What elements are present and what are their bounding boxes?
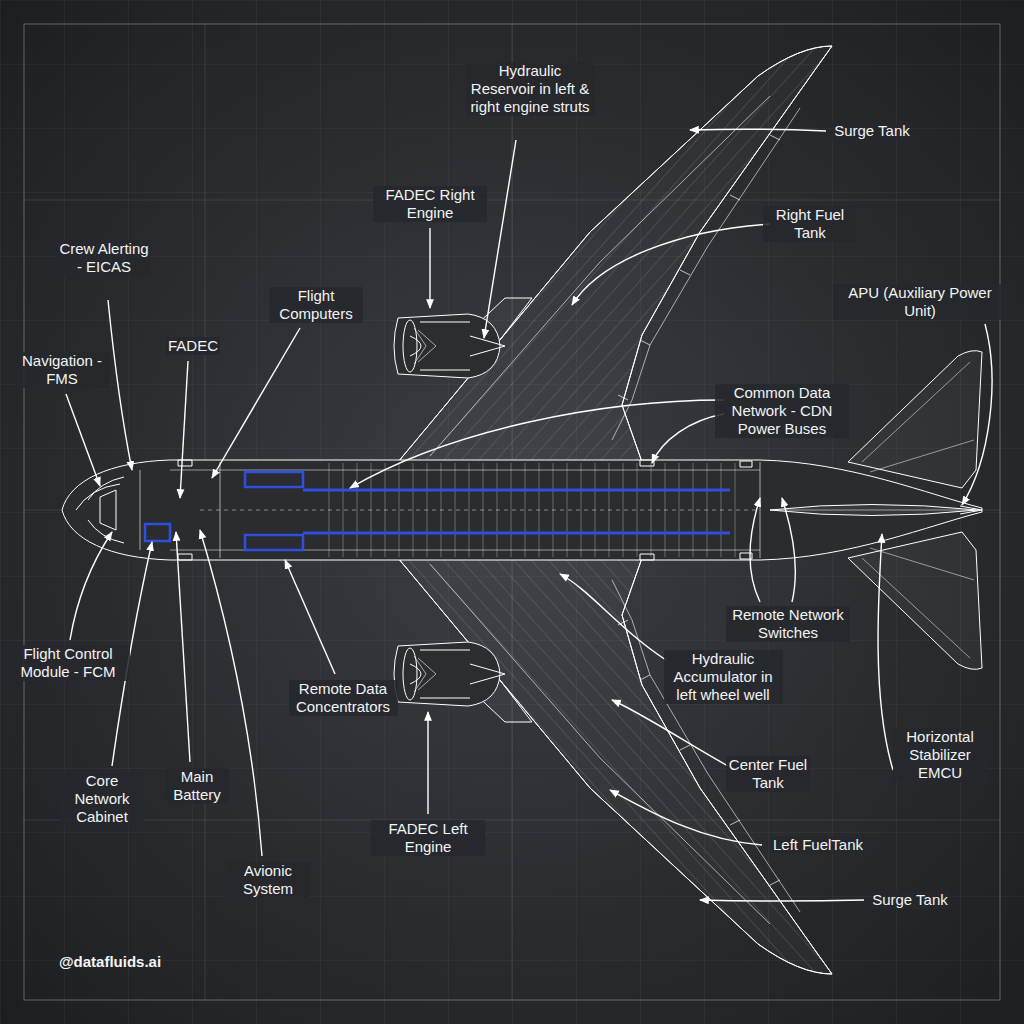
callout-label: Crew Alerting - EICAS: [57, 240, 151, 276]
fuselage: [62, 460, 982, 560]
blue-highlight: [245, 535, 303, 550]
leader-lines: [427, 712, 428, 814]
leader-lines: [572, 224, 770, 305]
guide-lines: [24, 820, 1000, 821]
leader-lines: [350, 400, 724, 488]
door: [178, 460, 752, 560]
callout-label: Common Data Network - CDN Power Buses: [715, 384, 849, 438]
callout-label: Right Fuel Tank: [763, 206, 857, 242]
leader-lines: [429, 228, 430, 308]
callout-label: FADEC Right Engine: [373, 186, 487, 222]
stabilizer: [848, 351, 982, 488]
leader-lines: [66, 394, 100, 486]
leader-lines: [180, 361, 188, 498]
leader-lines: [176, 532, 190, 762]
leader-lines: [560, 574, 666, 660]
leader-lines: [652, 414, 724, 463]
leader-lines: [200, 530, 262, 856]
leader-lines: [962, 324, 992, 505]
callout-label: FADEC: [166, 337, 220, 355]
leader-lines: [612, 700, 728, 766]
callout-label: Left FuelTank: [771, 836, 865, 854]
guide-lines: [24, 24, 1000, 1000]
leader-lines: [700, 900, 864, 901]
leader-lines: [878, 534, 893, 770]
callout-label: Remote Data Concentrators: [289, 680, 398, 716]
leader-lines: [108, 300, 132, 470]
blue-highlight: [145, 524, 170, 541]
leader-lines: [212, 328, 300, 478]
engine-nacelle: [394, 314, 500, 378]
watermark: @datafluids.ai: [57, 953, 163, 971]
blue-highlight: [245, 472, 303, 487]
leader-lines: [66, 129, 992, 901]
airplane: [62, 46, 982, 974]
callout-label: Surge Tank: [870, 891, 950, 909]
leader-lines: [690, 129, 826, 131]
callout-label: Center Fuel Tank: [726, 756, 810, 792]
wing-half: [394, 46, 982, 488]
callout-label: Remote Network Switches: [726, 606, 850, 642]
leader-lines: [610, 790, 762, 845]
engine-detail: [410, 322, 505, 370]
center-line: [200, 510, 760, 511]
callout-label: Main Battery: [165, 768, 229, 804]
stabilizer-detail: [862, 362, 974, 472]
callout-label: Core Network Cabinet: [60, 772, 144, 826]
callout-label: Flight Control Module - FCM: [6, 645, 130, 681]
engine-fan: [403, 320, 417, 372]
callout-label: Navigation - FMS: [15, 352, 109, 388]
callout-label: Hydraulic Reservoir in left & right engi…: [466, 62, 595, 116]
bulkhead: [140, 462, 760, 558]
cockpit: [76, 477, 124, 543]
leader-lines: [285, 560, 335, 674]
callout-label: Flight Computers: [269, 287, 363, 323]
engine-blades: [414, 328, 436, 364]
callout-label: FADEC Left Engine: [371, 820, 485, 856]
callout-label: Horizontal Stabilizer EMCU: [893, 728, 987, 782]
leader-lines: [484, 140, 516, 338]
flap-track: [618, 135, 780, 400]
blue-highlight: [303, 490, 730, 533]
vertical-fin: [770, 505, 978, 516]
leader-lines: [782, 498, 795, 602]
leader-lines: [70, 532, 112, 640]
callout-label: APU (Auxiliary Power Unit): [833, 284, 1007, 320]
frame: [24, 24, 1000, 1000]
blue-highlight: [145, 472, 730, 550]
callout-label: Avionic System: [226, 862, 310, 898]
callout-label: Surge Tank: [832, 122, 912, 140]
apu-exhaust: [960, 506, 982, 514]
callout-label: Hydraulic Accumulator in left wheel well: [664, 650, 783, 704]
leader-lines: [750, 498, 760, 602]
guide-lines: [24, 200, 1000, 201]
